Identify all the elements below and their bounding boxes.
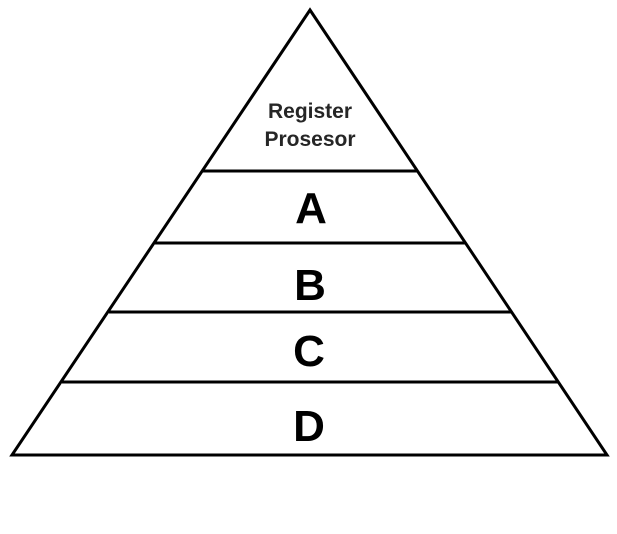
top-label-line-2: Prosesor <box>264 128 355 151</box>
level-label-d: D <box>293 402 325 451</box>
level-label-b: B <box>294 261 326 310</box>
level-label-a: A <box>295 184 327 233</box>
level-label-c: C <box>293 327 325 376</box>
pyramid-outline <box>9 7 610 457</box>
top-label-line-1: Register <box>268 100 352 123</box>
